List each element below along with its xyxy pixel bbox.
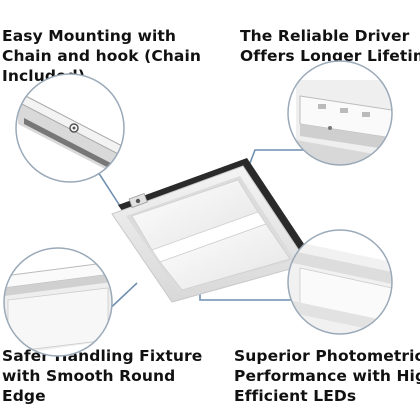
caption-line: with Smooth Round [2,367,176,385]
fixture-icon [111,158,312,303]
caption-line: Easy Mounting with [2,27,177,45]
caption-line: Superior Photometric [234,347,420,365]
caption-driver: The Reliable Driver Offers Longer Lifeti… [240,26,420,66]
driver-box-detail-icon [287,60,393,166]
caption-line: The Reliable Driver [240,27,410,45]
caption-line: Offers Longer Lifetime [240,47,420,65]
lens-corner-detail-icon [287,229,393,335]
mounting-bracket-detail-icon [15,73,125,183]
caption-photometric: Superior Photometric Performance with Hi… [234,346,420,406]
caption-line: Chain and hook (Chain [2,47,202,65]
rounded-edge-detail-icon [3,247,113,357]
caption-line: Performance with High [234,367,420,385]
caption-line: Edge [2,387,46,405]
caption-line: Efficient LEDs [234,387,357,405]
caption-mounting: Easy Mounting with Chain and hook (Chain… [2,26,232,86]
